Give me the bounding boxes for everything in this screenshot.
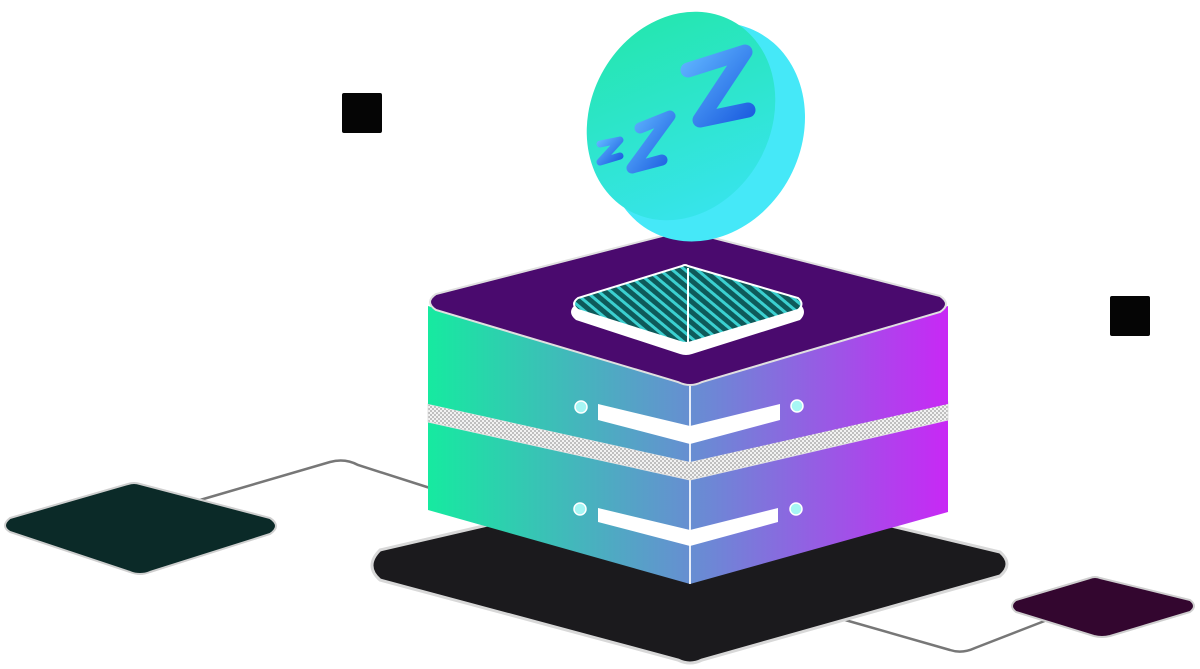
server-lower-front (428, 418, 948, 584)
status-light-lower-left (573, 502, 587, 516)
zzz-glyph-large (680, 44, 756, 128)
status-light-lower-right (789, 502, 803, 516)
right-floor-tile (1011, 576, 1195, 638)
marker-square-left (342, 93, 382, 133)
status-light-upper-right (790, 399, 804, 413)
marker-square-right (1110, 296, 1150, 336)
zzz-sleep-coin-icon (586, 11, 805, 242)
drive-slot-upper (598, 404, 780, 444)
left-floor-tile (4, 482, 277, 575)
zzz-glyph-medium (626, 110, 676, 174)
connector-line-right (809, 608, 1061, 653)
connector-line-left (199, 459, 431, 502)
zzz-glyph-small (596, 136, 624, 166)
drive-slot-lower (598, 508, 778, 546)
server-lower-unit (428, 418, 948, 584)
status-light-upper-left (574, 400, 588, 414)
coin-face (586, 11, 776, 221)
